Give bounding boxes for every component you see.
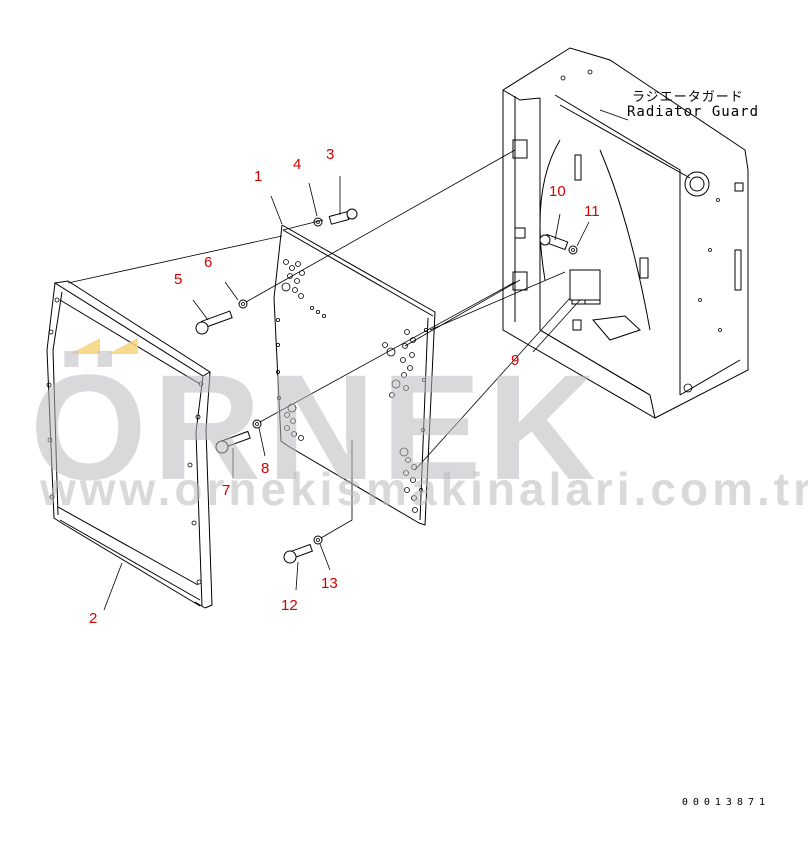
watermark-brand: ÖRNEK xyxy=(30,343,602,511)
watermark-url: www.ornekismakinalari.com.tr xyxy=(40,463,808,515)
callout-12[interactable]: 12 xyxy=(281,597,298,614)
perforated-plate-part-1 xyxy=(273,224,436,526)
callout-13[interactable]: 13 xyxy=(321,575,338,592)
callout-10[interactable]: 10 xyxy=(549,183,566,200)
perforation-holes xyxy=(275,259,428,513)
bolt-part-5 xyxy=(195,310,233,335)
callout-11[interactable]: 11 xyxy=(584,203,600,220)
bolt-part-12 xyxy=(283,543,314,564)
watermark-accent-right xyxy=(108,338,138,354)
washer-part-11 xyxy=(568,245,578,255)
bolt-part-7 xyxy=(215,430,251,454)
document-number: 00013871 xyxy=(681,797,770,808)
assembly-lines xyxy=(67,109,629,611)
callout-3[interactable]: 3 xyxy=(326,146,335,163)
callout-5[interactable]: 5 xyxy=(174,271,183,288)
washer-part-8 xyxy=(252,419,262,429)
bolt-part-10 xyxy=(539,233,569,251)
washer-part-13 xyxy=(313,535,323,545)
callout-9[interactable]: 9 xyxy=(511,352,520,369)
callout-7[interactable]: 7 xyxy=(222,482,231,499)
title-english: Radiator Guard xyxy=(627,104,760,120)
watermark-accent-left xyxy=(70,338,100,354)
callout-6[interactable]: 6 xyxy=(204,254,213,271)
washer-part-6 xyxy=(238,299,248,309)
switch-part-9 xyxy=(569,269,601,301)
callout-8[interactable]: 8 xyxy=(261,460,270,477)
bolt-part-3 xyxy=(328,208,358,225)
callout-4[interactable]: 4 xyxy=(293,156,302,173)
title-japanese: ラジエータガード xyxy=(632,90,744,105)
callout-1[interactable]: 1 xyxy=(254,168,263,185)
callout-2[interactable]: 2 xyxy=(89,610,98,627)
